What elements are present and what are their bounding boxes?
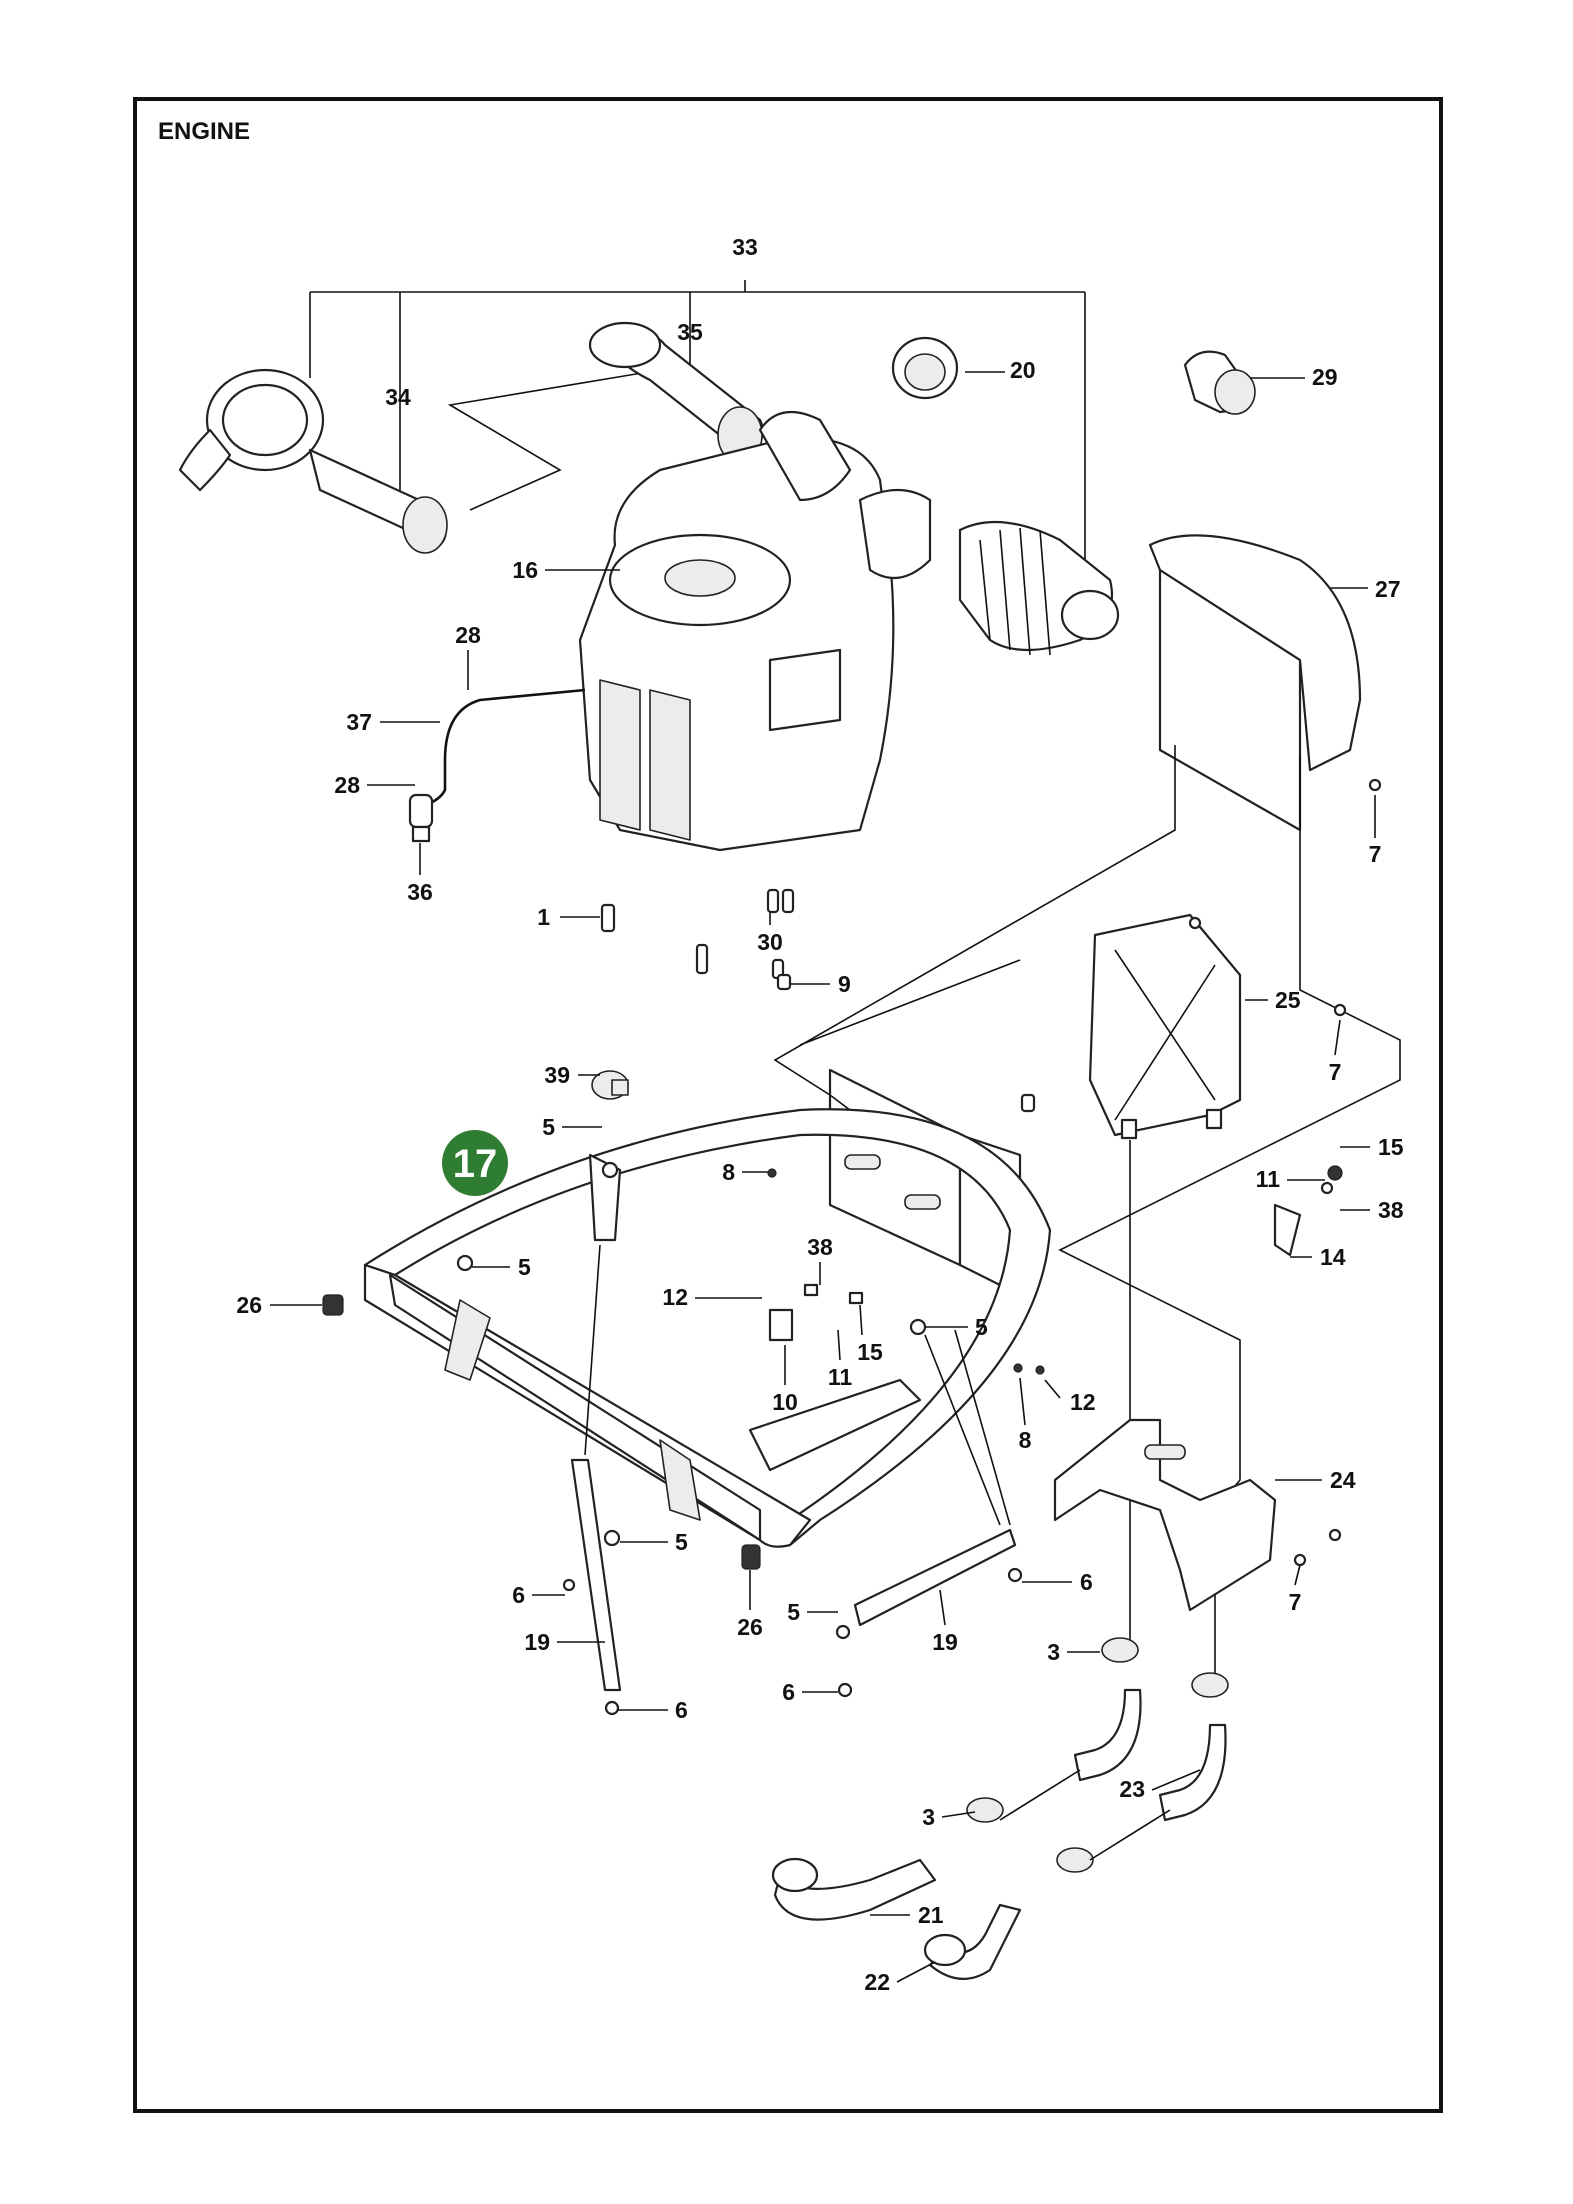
leader-line-c3b: [941, 1811, 976, 1818]
callout-c14: 14: [1320, 1244, 1346, 1270]
callout-c16: 16: [512, 557, 538, 583]
engine-block: [578, 410, 932, 852]
callout-c10: 10: [772, 1389, 798, 1415]
callout-c5d: 5: [675, 1529, 688, 1555]
callout-c28b: 28: [334, 772, 360, 798]
callout-c27: 27: [1375, 576, 1401, 602]
leader-line-c15b: [859, 1304, 863, 1336]
callout-c33: 33: [732, 234, 758, 260]
callout-c39: 39: [544, 1062, 570, 1088]
callout-c12b: 12: [1070, 1389, 1096, 1415]
callout-c15b: 15: [857, 1339, 883, 1365]
air-filter-element: [588, 321, 764, 464]
callout-c7a: 7: [1369, 841, 1382, 867]
callout-c3a: 3: [1047, 1639, 1060, 1665]
leader-line-c12b: [1044, 1379, 1061, 1399]
callout-c26a: 26: [236, 1292, 262, 1318]
badge-circle: [442, 1130, 508, 1196]
group-bracket-33: [309, 280, 1086, 565]
support-struts: [570, 1244, 1017, 1692]
callout-c7c: 7: [1289, 1589, 1302, 1615]
callout-c8b: 8: [1019, 1427, 1032, 1453]
callout-c38b: 38: [807, 1234, 833, 1260]
callout-c30: 30: [757, 929, 783, 955]
callout-c19b: 19: [932, 1629, 958, 1655]
leader-line-c7b: [1334, 1019, 1341, 1056]
callout-c9: 9: [838, 971, 851, 997]
callout-c20: 20: [1010, 357, 1036, 383]
callout-c5a: 5: [542, 1114, 555, 1140]
engine-bolts: [600, 888, 795, 980]
leader-line-c8b: [1019, 1377, 1026, 1426]
callout-c8a: 8: [722, 1159, 735, 1185]
callout-c5e: 5: [787, 1599, 800, 1625]
leader-line-c19b: [939, 1589, 946, 1626]
diagram-frame: [133, 97, 1443, 2113]
callout-c28a: 28: [455, 622, 481, 648]
callout-c35: 35: [677, 319, 703, 345]
fuel-line-assembly: [408, 688, 586, 843]
callout-c6c: 6: [675, 1697, 688, 1723]
callout-c6a: 6: [512, 1582, 525, 1608]
diagram-title: ENGINE: [158, 118, 251, 145]
callout-c21: 21: [918, 1902, 944, 1928]
callout-c26b: 26: [737, 1614, 763, 1640]
callout-c7b: 7: [1329, 1059, 1342, 1085]
callout-c34: 34: [385, 384, 411, 410]
leader-line-c23: [1151, 1769, 1201, 1791]
leader-line-c11b: [837, 1329, 841, 1361]
callout-c36: 36: [407, 879, 433, 905]
intake-bellows: [958, 520, 1120, 656]
callout-c5b: 5: [518, 1254, 531, 1280]
callout-c3b: 3: [922, 1804, 935, 1830]
callout-c5c: 5: [975, 1314, 988, 1340]
callout-c24: 24: [1330, 1467, 1356, 1493]
leader-line-c7c: [1294, 1564, 1301, 1586]
callout-c12a: 12: [662, 1284, 688, 1310]
callout-c11b: 11: [828, 1364, 853, 1390]
callout-c22: 22: [864, 1969, 890, 1995]
callout-c15a: 15: [1378, 1134, 1404, 1160]
callout-c37: 37: [346, 709, 372, 735]
muffler: [1088, 913, 1242, 1140]
air-cleaner-cover: [178, 368, 448, 554]
figure-badge: 17: [442, 1130, 508, 1196]
rear-bracket: [1053, 1418, 1277, 1612]
callout-c25: 25: [1275, 987, 1301, 1013]
callout-c29: 29: [1312, 364, 1338, 390]
oil-filter-part: [1183, 350, 1256, 415]
frame-assembly: [363, 1108, 1052, 1548]
callout-c6d: 6: [782, 1679, 795, 1705]
engine-shield-panel: [1148, 534, 1362, 832]
badge-label: 17: [453, 1142, 498, 1186]
callout-c6b: 6: [1080, 1569, 1093, 1595]
callout-c1: 1: [537, 904, 550, 930]
exhaust-pipes: [771, 1637, 1229, 1980]
leader-line-c22: [896, 1961, 936, 1983]
callout-c38a: 38: [1378, 1197, 1404, 1223]
small-hardware: [322, 778, 1382, 1716]
callout-c11a: 11: [1256, 1166, 1281, 1192]
intake-ring-part: [891, 336, 959, 400]
callout-c19a: 19: [524, 1629, 550, 1655]
callout-c23: 23: [1119, 1776, 1145, 1802]
